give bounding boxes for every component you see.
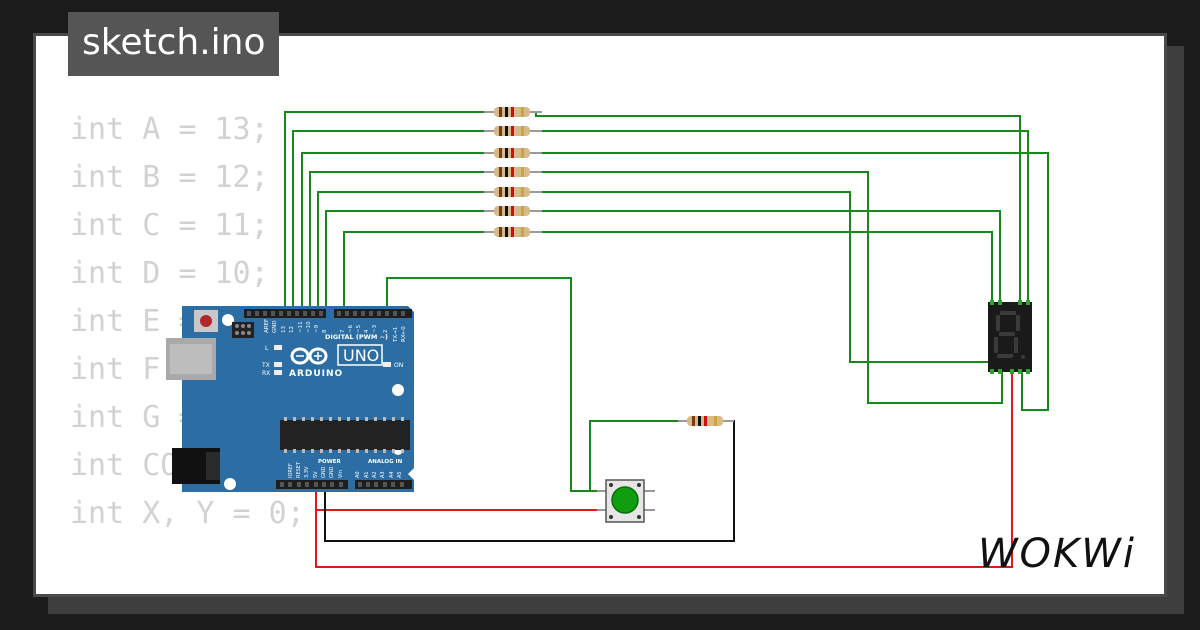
wokwi-logo-text: WOKWi bbox=[978, 531, 1136, 577]
pin-label: GND bbox=[321, 466, 327, 478]
resistor-array bbox=[484, 107, 734, 426]
analog-header-label: ANALOG IN bbox=[368, 459, 403, 465]
power-header-label: POWER bbox=[318, 459, 342, 465]
button-cap-icon[interactable] bbox=[611, 486, 639, 514]
wire-g-out bbox=[536, 231, 993, 302]
resistor bbox=[484, 126, 542, 136]
sketch-title: sketch.ino bbox=[68, 12, 280, 76]
pin-label: 2 bbox=[383, 330, 389, 334]
pin-label: 4 bbox=[364, 329, 370, 333]
code-line: int B = 12; bbox=[70, 160, 269, 195]
pin-label: GND bbox=[272, 320, 278, 333]
power-header bbox=[276, 480, 348, 489]
wire-c bbox=[301, 152, 490, 312]
wire-g bbox=[343, 231, 490, 312]
code-line: void setup() { bbox=[70, 586, 323, 594]
wire-d bbox=[309, 171, 490, 312]
pin-label: ~6 bbox=[348, 324, 354, 333]
wire-button bbox=[386, 277, 606, 492]
digital-header-label: DIGITAL (PWM ~) bbox=[325, 333, 388, 341]
resistor bbox=[678, 416, 734, 426]
wokwi-logo: WOKWi bbox=[978, 531, 1136, 577]
resistor bbox=[484, 107, 542, 117]
pin-label: ~5 bbox=[356, 324, 362, 333]
resistor bbox=[484, 148, 542, 158]
resistor bbox=[484, 167, 542, 177]
on-label: ON bbox=[394, 362, 403, 369]
arduino-uno-board: AREF GND 13 12 ~11 ~10 ~9 8 7 ~6 ~5 4 ~3… bbox=[166, 306, 414, 492]
board-model: UNO bbox=[343, 346, 379, 365]
wire-b-out bbox=[536, 130, 1029, 302]
pin-label: 7 bbox=[340, 329, 346, 333]
pin-label: Vin bbox=[338, 470, 344, 478]
led-label: TX bbox=[261, 362, 270, 369]
pin-label: 12 bbox=[289, 326, 295, 333]
wire-a bbox=[284, 111, 490, 312]
wire-e bbox=[317, 191, 490, 312]
pin-label: IOREF bbox=[288, 463, 294, 478]
pin-label: ~10 bbox=[306, 321, 312, 333]
pin-label: ~11 bbox=[298, 321, 304, 333]
pin-label: RX←0 bbox=[401, 326, 407, 342]
pin-label: 13 bbox=[281, 326, 287, 333]
pin-label: RESET bbox=[296, 461, 302, 478]
wire-e-out bbox=[536, 191, 994, 363]
resistor bbox=[484, 187, 542, 197]
wire-d-out bbox=[536, 171, 1003, 404]
pin-label: 8 bbox=[322, 329, 328, 333]
arduino-logo-icon bbox=[290, 347, 328, 365]
resistor bbox=[484, 206, 542, 216]
pin-label: GND bbox=[329, 466, 335, 478]
pin-label: ~9 bbox=[314, 324, 320, 333]
pin-label: ~3 bbox=[372, 324, 378, 333]
pin-label: A3 bbox=[380, 471, 386, 478]
pin-label: AREF bbox=[264, 319, 270, 333]
wire-f bbox=[325, 210, 490, 312]
microcontroller-chip bbox=[280, 420, 410, 450]
code-line: int C = 11; bbox=[70, 208, 269, 243]
pin-label: 3.3V bbox=[304, 466, 310, 478]
pin-label: 5V bbox=[313, 471, 319, 478]
code-line: int D = 10; bbox=[70, 256, 269, 291]
wire-a-out bbox=[535, 112, 1021, 302]
pin-label: A0 bbox=[355, 471, 361, 478]
wire-c-out bbox=[536, 152, 1049, 411]
wire-f-out bbox=[536, 210, 1001, 302]
green-wires bbox=[284, 111, 1049, 492]
board-brand: ARDUINO bbox=[289, 369, 343, 379]
pin-label: TX→1 bbox=[393, 327, 399, 343]
led-label: RX bbox=[262, 370, 270, 377]
pin-label: A4 bbox=[389, 471, 395, 478]
led-label: L bbox=[265, 345, 269, 352]
pushbutton[interactable] bbox=[597, 479, 655, 523]
pin-label: A2 bbox=[372, 471, 378, 478]
wire-5v-display bbox=[315, 372, 1013, 568]
code-line: int A = 13; bbox=[70, 112, 269, 147]
pin-label: A5 bbox=[397, 471, 403, 478]
pin-label: A1 bbox=[364, 471, 370, 478]
red-wires bbox=[315, 372, 1013, 568]
wire-b bbox=[292, 130, 490, 312]
seven-segment-display bbox=[988, 300, 1032, 374]
digital-header bbox=[244, 309, 326, 318]
code-line: int X, Y = 0; bbox=[70, 496, 305, 531]
resistor bbox=[484, 227, 542, 237]
